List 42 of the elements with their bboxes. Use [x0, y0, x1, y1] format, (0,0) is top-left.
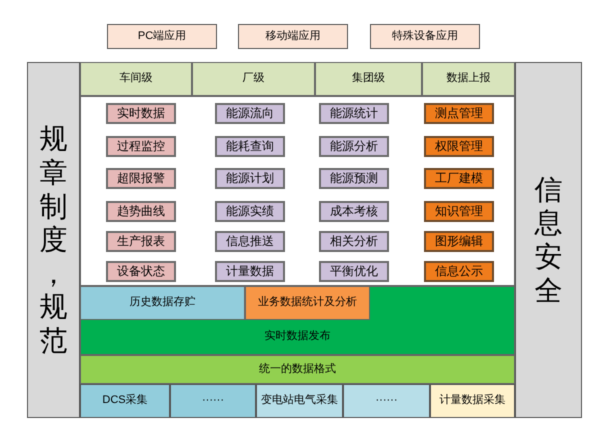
module-box: 趋势曲线: [106, 201, 176, 222]
module-box: 实时数据: [106, 103, 176, 124]
side-panel: 信息安全: [515, 62, 582, 418]
level-header-cell: 车间级: [80, 62, 192, 96]
source-cell: ······: [343, 384, 430, 418]
level-header-cell: 厂级: [192, 62, 315, 96]
module-box: 信息公示: [424, 261, 494, 282]
source-cell: 计量数据采集: [430, 384, 515, 418]
layer-band: 历史数据存贮: [80, 286, 245, 320]
module-box: 生产报表: [106, 231, 176, 252]
module-box: 能源预测: [319, 168, 389, 189]
module-box: 能源实绩: [215, 201, 285, 222]
side-panel: 规章制度，规范: [27, 62, 80, 418]
level-header-cell: 集团级: [315, 62, 422, 96]
module-box: 能源流向: [215, 103, 285, 124]
module-box: 信息推送: [215, 231, 285, 252]
layer-band: 统一的数据格式: [80, 355, 515, 384]
level-header-cell: 数据上报: [422, 62, 515, 96]
module-box: 平衡优化: [319, 261, 389, 282]
source-cell: ······: [170, 384, 256, 418]
module-box: 权限管理: [424, 136, 494, 157]
app-box: 特殊设备应用: [370, 24, 480, 49]
module-box: 工厂建模: [424, 168, 494, 189]
module-box: 计量数据: [215, 261, 285, 282]
module-box: 测点管理: [424, 103, 494, 124]
module-box: 相关分析: [319, 231, 389, 252]
app-box: PC端应用: [107, 24, 217, 49]
app-box: 移动端应用: [238, 24, 348, 49]
module-box: 图形编辑: [424, 231, 494, 252]
source-cell: DCS采集: [80, 384, 170, 418]
layer-band: 业务数据统计及分析: [245, 286, 370, 320]
module-box: 能源统计: [319, 103, 389, 124]
module-box: 能耗查询: [215, 136, 285, 157]
module-box: 能源分析: [319, 136, 389, 157]
module-box: 成本考核: [319, 201, 389, 222]
module-box: 超限报警: [106, 168, 176, 189]
source-cell: 变电站电气采集: [256, 384, 343, 418]
layer-band: 实时数据发布: [80, 320, 515, 355]
module-box: 设备状态: [106, 261, 176, 282]
module-box: 知识管理: [424, 201, 494, 222]
module-box: 过程监控: [106, 136, 176, 157]
module-box: 能源计划: [215, 168, 285, 189]
